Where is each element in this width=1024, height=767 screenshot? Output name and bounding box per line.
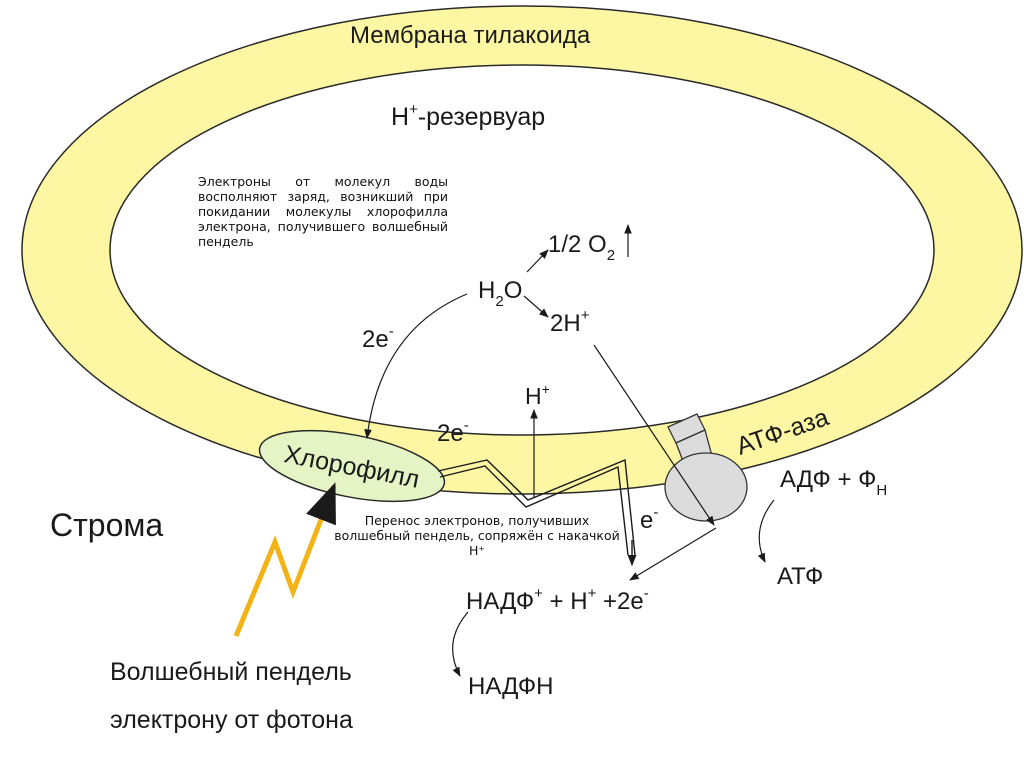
- electron-minus-label: e-: [640, 504, 658, 534]
- thylakoid-membrane: [21, 5, 1023, 495]
- membrane-label: Мембрана тилакоида: [350, 22, 591, 49]
- electron-chain: [437, 458, 636, 556]
- hplus-label: H+: [525, 381, 550, 409]
- atp-label: АТФ: [777, 563, 823, 590]
- atpase-complex: [664, 413, 748, 522]
- h2plus-label: 2H+: [550, 307, 590, 337]
- lightning-bolt: [233, 482, 337, 637]
- stroma-label: Строма: [50, 507, 163, 543]
- electrons-lower-label: 2e-: [437, 417, 469, 447]
- o2-label: 1/2 O2: [548, 231, 615, 264]
- electron-transfer-note: Перенос электронов, получивших волшебный…: [334, 513, 620, 558]
- nadp-equation: НАДФ+ + H+ +2e-: [466, 585, 649, 615]
- h2o-label: H2O: [478, 277, 522, 310]
- electrons-upper-label: 2e-: [362, 323, 394, 353]
- reservoir-label: H+-резервуар: [391, 101, 545, 131]
- water-electrons-note: Электроны от молекул воды восполняют зар…: [198, 174, 448, 249]
- nadph-label: НАДФН: [468, 673, 553, 700]
- reaction-arrows: [364, 224, 775, 677]
- caption-line-2: электрону от фотона: [110, 706, 353, 734]
- chlorophyll-ellipse: [258, 429, 446, 503]
- caption-line-1: Волшебный пендель: [110, 658, 352, 686]
- adp-label: АДФ + ФН: [780, 466, 887, 499]
